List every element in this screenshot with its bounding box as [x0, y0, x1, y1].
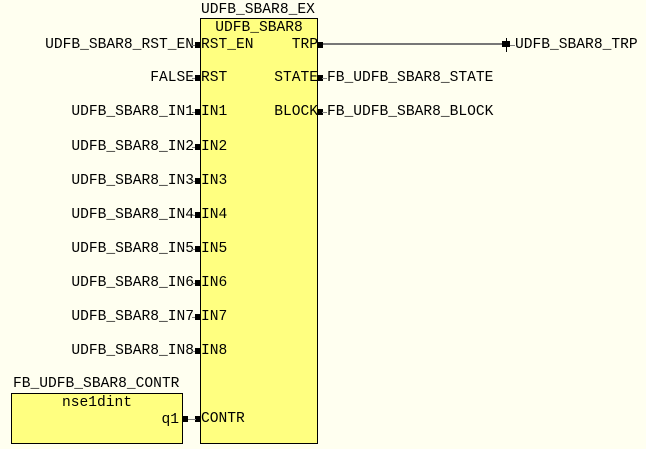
wire-stub — [192, 147, 197, 148]
function-block-udfb-sbar8[interactable]: UDFB_SBAR8 — [200, 18, 318, 444]
pin-connector — [182, 416, 188, 422]
output-signal-label[interactable]: FB_UDFB_SBAR8_STATE — [327, 70, 494, 86]
pin-connector — [317, 75, 323, 81]
input-signal-label[interactable]: UDFB_SBAR8_IN8 — [71, 343, 194, 359]
input-pin-label: RST_EN — [201, 37, 254, 53]
pin-connector — [195, 212, 201, 218]
input-pin-label: IN5 — [201, 241, 228, 257]
wire-stub — [322, 78, 327, 79]
input-signal-label[interactable]: UDFB_SBAR8_IN2 — [71, 139, 194, 155]
wire-stub — [192, 112, 197, 113]
wire-stub — [192, 249, 197, 250]
input-signal-label[interactable]: UDFB_SBAR8_IN1 — [71, 104, 194, 120]
wire-q1-contr[interactable] — [188, 419, 196, 420]
function-block-nse1dint[interactable]: nse1dint q1 — [11, 393, 183, 444]
output-pin-q1: q1 — [161, 412, 179, 428]
wire-stub — [192, 283, 197, 284]
input-pin-label: IN6 — [201, 275, 228, 291]
contr-block-instance-name: FB_UDFB_SBAR8_CONTR — [13, 376, 180, 392]
input-pin-label: IN8 — [201, 343, 228, 359]
pin-connector — [195, 280, 201, 286]
input-pin-label: RST — [201, 70, 228, 86]
output-pin-label: STATE — [274, 70, 318, 86]
pin-connector — [195, 144, 201, 150]
pin-connector — [317, 42, 323, 48]
input-signal-label[interactable]: UDFB_SBAR8_IN5 — [71, 241, 194, 257]
pin-connector — [195, 178, 201, 184]
input-signal-label[interactable]: UDFB_SBAR8_IN6 — [71, 275, 194, 291]
input-pin-label: IN3 — [201, 173, 228, 189]
wire-stub — [510, 45, 515, 46]
output-signal-label[interactable]: UDFB_SBAR8_TRP — [515, 37, 638, 53]
input-pin-label: CONTR — [201, 411, 245, 427]
input-pin-label: IN4 — [201, 207, 228, 223]
pin-connector — [195, 42, 201, 48]
main-block-instance-name: UDFB_SBAR8_EX — [201, 2, 315, 18]
wire-stub — [322, 112, 327, 113]
pin-connector — [195, 314, 201, 320]
input-signal-label[interactable]: UDFB_SBAR8_IN4 — [71, 207, 194, 223]
wire-stub — [192, 351, 197, 352]
block-type-label: UDFB_SBAR8 — [215, 20, 303, 36]
pin-connector — [195, 75, 201, 81]
junction-tick — [506, 38, 507, 52]
input-signal-label[interactable]: UDFB_SBAR8_IN3 — [71, 173, 194, 189]
input-signal-label[interactable]: FALSE — [150, 70, 194, 86]
input-pin-label: IN1 — [201, 104, 228, 120]
wire-trp[interactable] — [323, 43, 503, 45]
input-signal-label[interactable]: UDFB_SBAR8_IN7 — [71, 309, 194, 325]
wire-stub — [192, 215, 197, 216]
output-signal-label[interactable]: FB_UDFB_SBAR8_BLOCK — [327, 104, 494, 120]
pin-connector — [317, 109, 323, 115]
output-pin-label: TRP — [291, 37, 318, 53]
block-type-label: nse1dint — [61, 395, 133, 411]
pin-connector — [195, 416, 201, 422]
pin-connector — [195, 348, 201, 354]
wire-stub — [192, 78, 197, 79]
pin-connector — [195, 109, 201, 115]
wire-stub — [192, 181, 197, 182]
input-pin-label: IN2 — [201, 139, 228, 155]
input-signal-label[interactable]: UDFB_SBAR8_RST_EN — [45, 37, 194, 53]
wire-stub — [192, 45, 197, 46]
output-pin-label: BLOCK — [274, 104, 318, 120]
input-pin-label: IN7 — [201, 309, 228, 325]
pin-connector — [195, 246, 201, 252]
wire-stub — [192, 317, 197, 318]
